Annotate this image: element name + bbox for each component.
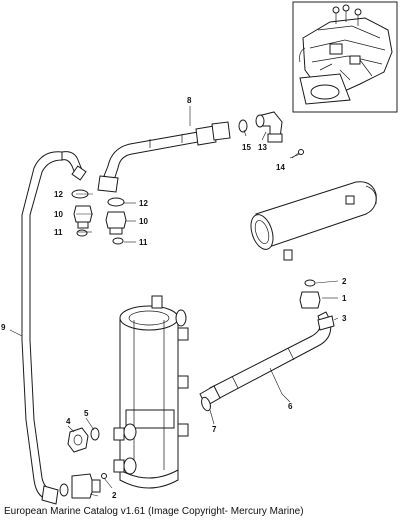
callout-2-upper: 2 (342, 277, 347, 286)
callout-12-right: 12 (139, 199, 148, 208)
fitting-stack-left (71, 189, 93, 237)
o-ring-15 (238, 119, 248, 133)
cooler-cylinder (250, 181, 377, 261)
clip-14 (291, 149, 304, 159)
callout-8: 8 (187, 96, 192, 105)
callout-11-left: 11 (54, 228, 63, 237)
callout-6: 6 (288, 402, 293, 411)
fitting-stack-right (105, 197, 127, 245)
callout-2-lower: 2 (112, 491, 117, 500)
fitting-group-4-5 (67, 427, 100, 453)
copyright-caption: European Marine Catalog v1.61 (Image Cop… (4, 506, 304, 517)
callout-10-right: 10 (139, 217, 148, 226)
engine-overview-icon (299, 4, 393, 105)
callout-12-left: 12 (54, 190, 63, 199)
bottom-fittings (59, 473, 107, 499)
callouts: 8 15 13 14 12 10 11 12 10 11 2 1 3 9 6 7… (1, 96, 347, 500)
callout-11-right: 11 (139, 238, 148, 247)
elbow-fitting-13 (255, 111, 283, 143)
leader-lines (9, 106, 339, 497)
o-ring-7 (201, 396, 211, 412)
hose-6 (199, 311, 332, 407)
callout-13: 13 (258, 143, 267, 152)
fitting-group-1-3 (299, 279, 335, 331)
hose-8 (97, 121, 231, 193)
callout-1: 1 (342, 294, 347, 303)
callout-10-left: 10 (54, 210, 63, 219)
callout-7: 7 (212, 425, 217, 434)
callout-9: 9 (1, 323, 6, 332)
callout-15: 15 (242, 143, 251, 152)
callout-14: 14 (276, 163, 285, 172)
callout-4: 4 (66, 417, 71, 426)
callout-3: 3 (342, 314, 347, 323)
vertical-cooler (113, 295, 189, 489)
engine-inset (292, 1, 398, 113)
callout-5: 5 (84, 409, 89, 418)
hose-9 (21, 151, 87, 505)
